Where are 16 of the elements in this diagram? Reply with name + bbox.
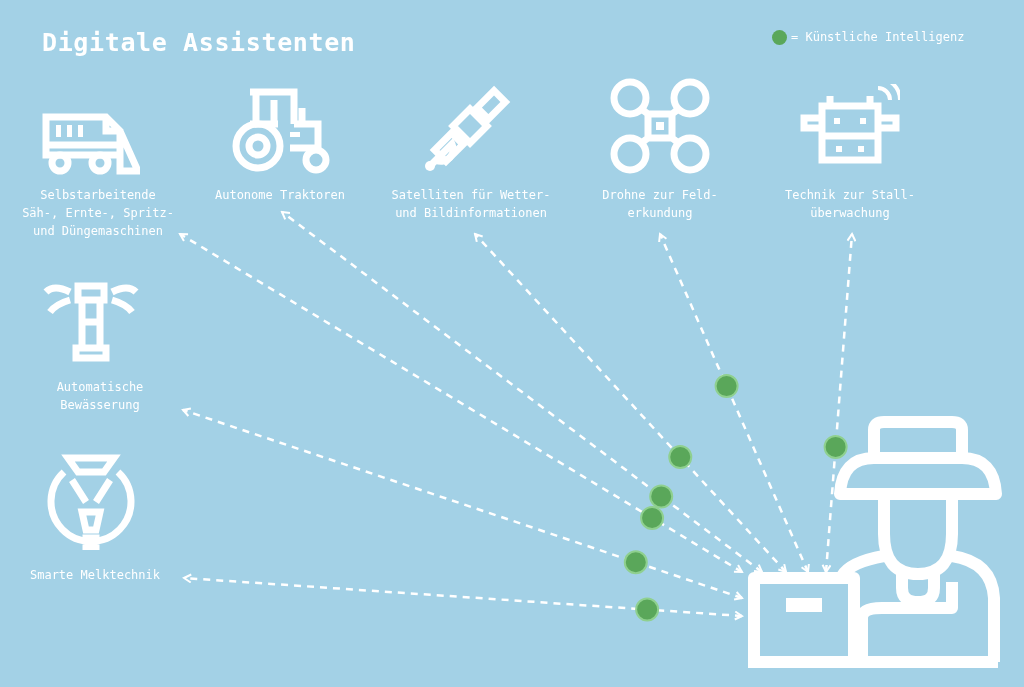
node-label: Selbstarbeitende Säh-, Ernte-, Spritz- und Düngemaschinen — [22, 186, 174, 240]
dashed-arrow — [179, 232, 743, 574]
dashed-arrow — [474, 233, 787, 573]
node-label: Automatische Bewässerung — [20, 378, 180, 414]
node-label: Autonome Traktoren — [200, 186, 360, 204]
legend-label: = Künstliche Intelligenz — [791, 29, 965, 46]
title: Digitale Assistenten — [42, 27, 356, 59]
node-label: Drohne zur Feld- erkundung — [580, 186, 740, 222]
dashed-arrow — [182, 407, 743, 601]
dashed-arrow — [281, 211, 763, 573]
node-label: Satelliten für Wetter- und Bildinformationen — [378, 186, 564, 222]
node-label: Technik zur Stall- überwachung — [770, 186, 930, 222]
node-label: Smarte Melktechnik — [10, 566, 180, 584]
dashed-arrow — [821, 233, 857, 573]
dashed-arrow — [658, 233, 810, 573]
dashed-arrow — [183, 573, 743, 621]
